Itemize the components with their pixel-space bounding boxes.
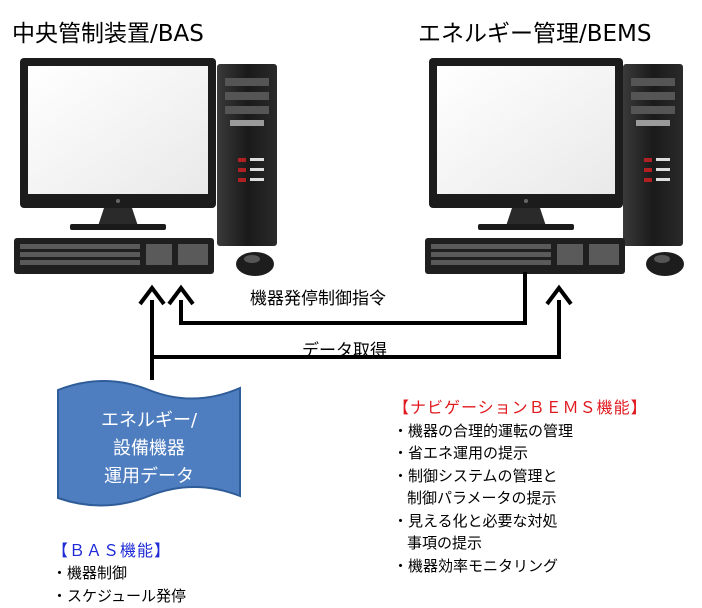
bems-function-item-continued: 事項の提示 [407, 534, 483, 552]
document-line-3: 運用データ [104, 466, 194, 487]
bas-functions-heading: 【ＢＡＳ機能】 [52, 541, 172, 560]
bas-function-item: ・機器制御 [52, 564, 128, 582]
bas-functions-panel: 【ＢＡＳ機能】 ・機器制御 ・スケジュール発停 [52, 539, 186, 608]
bems-function-item: ・見える化と必要な対処 [393, 511, 558, 530]
bems-function-item: ・機器の合理的運転の管理 [393, 421, 574, 440]
bems-computer-icon [425, 58, 684, 276]
bems-functions-panel: 【ナビゲーションＢＥＭＳ機能】 ・機器の合理的運転の管理 ・省エネ運用の提示 ・… [393, 397, 648, 577]
bems-function-item: ・省エネ運用の提示 [393, 444, 529, 462]
bems-title: エネルギー管理/BEMS [418, 21, 652, 47]
bas-computer-icon [14, 58, 277, 276]
data-acquisition-arrow [138, 284, 573, 380]
data-acquisition-label: データ取得 [302, 341, 387, 361]
bems-function-item: ・制御システムの管理と [393, 466, 558, 485]
bems-function-item: ・機器効率モニタリング [393, 556, 559, 575]
control-command-arrow [167, 272, 527, 325]
bems-functions-heading: 【ナビゲーションＢＥＭＳ機能】 [393, 398, 648, 417]
control-command-label: 機器発停制御指令 [250, 289, 386, 309]
bas-title: 中央管制装置/BAS [12, 21, 204, 47]
bems-function-item-continued: 制御パラメータの提示 [407, 489, 557, 507]
bas-function-item: ・スケジュール発停 [52, 587, 186, 605]
operation-data-document-icon [57, 380, 241, 507]
document-line-1: エネルギー/ [100, 410, 198, 431]
document-line-2: 設備機器 [113, 438, 185, 459]
